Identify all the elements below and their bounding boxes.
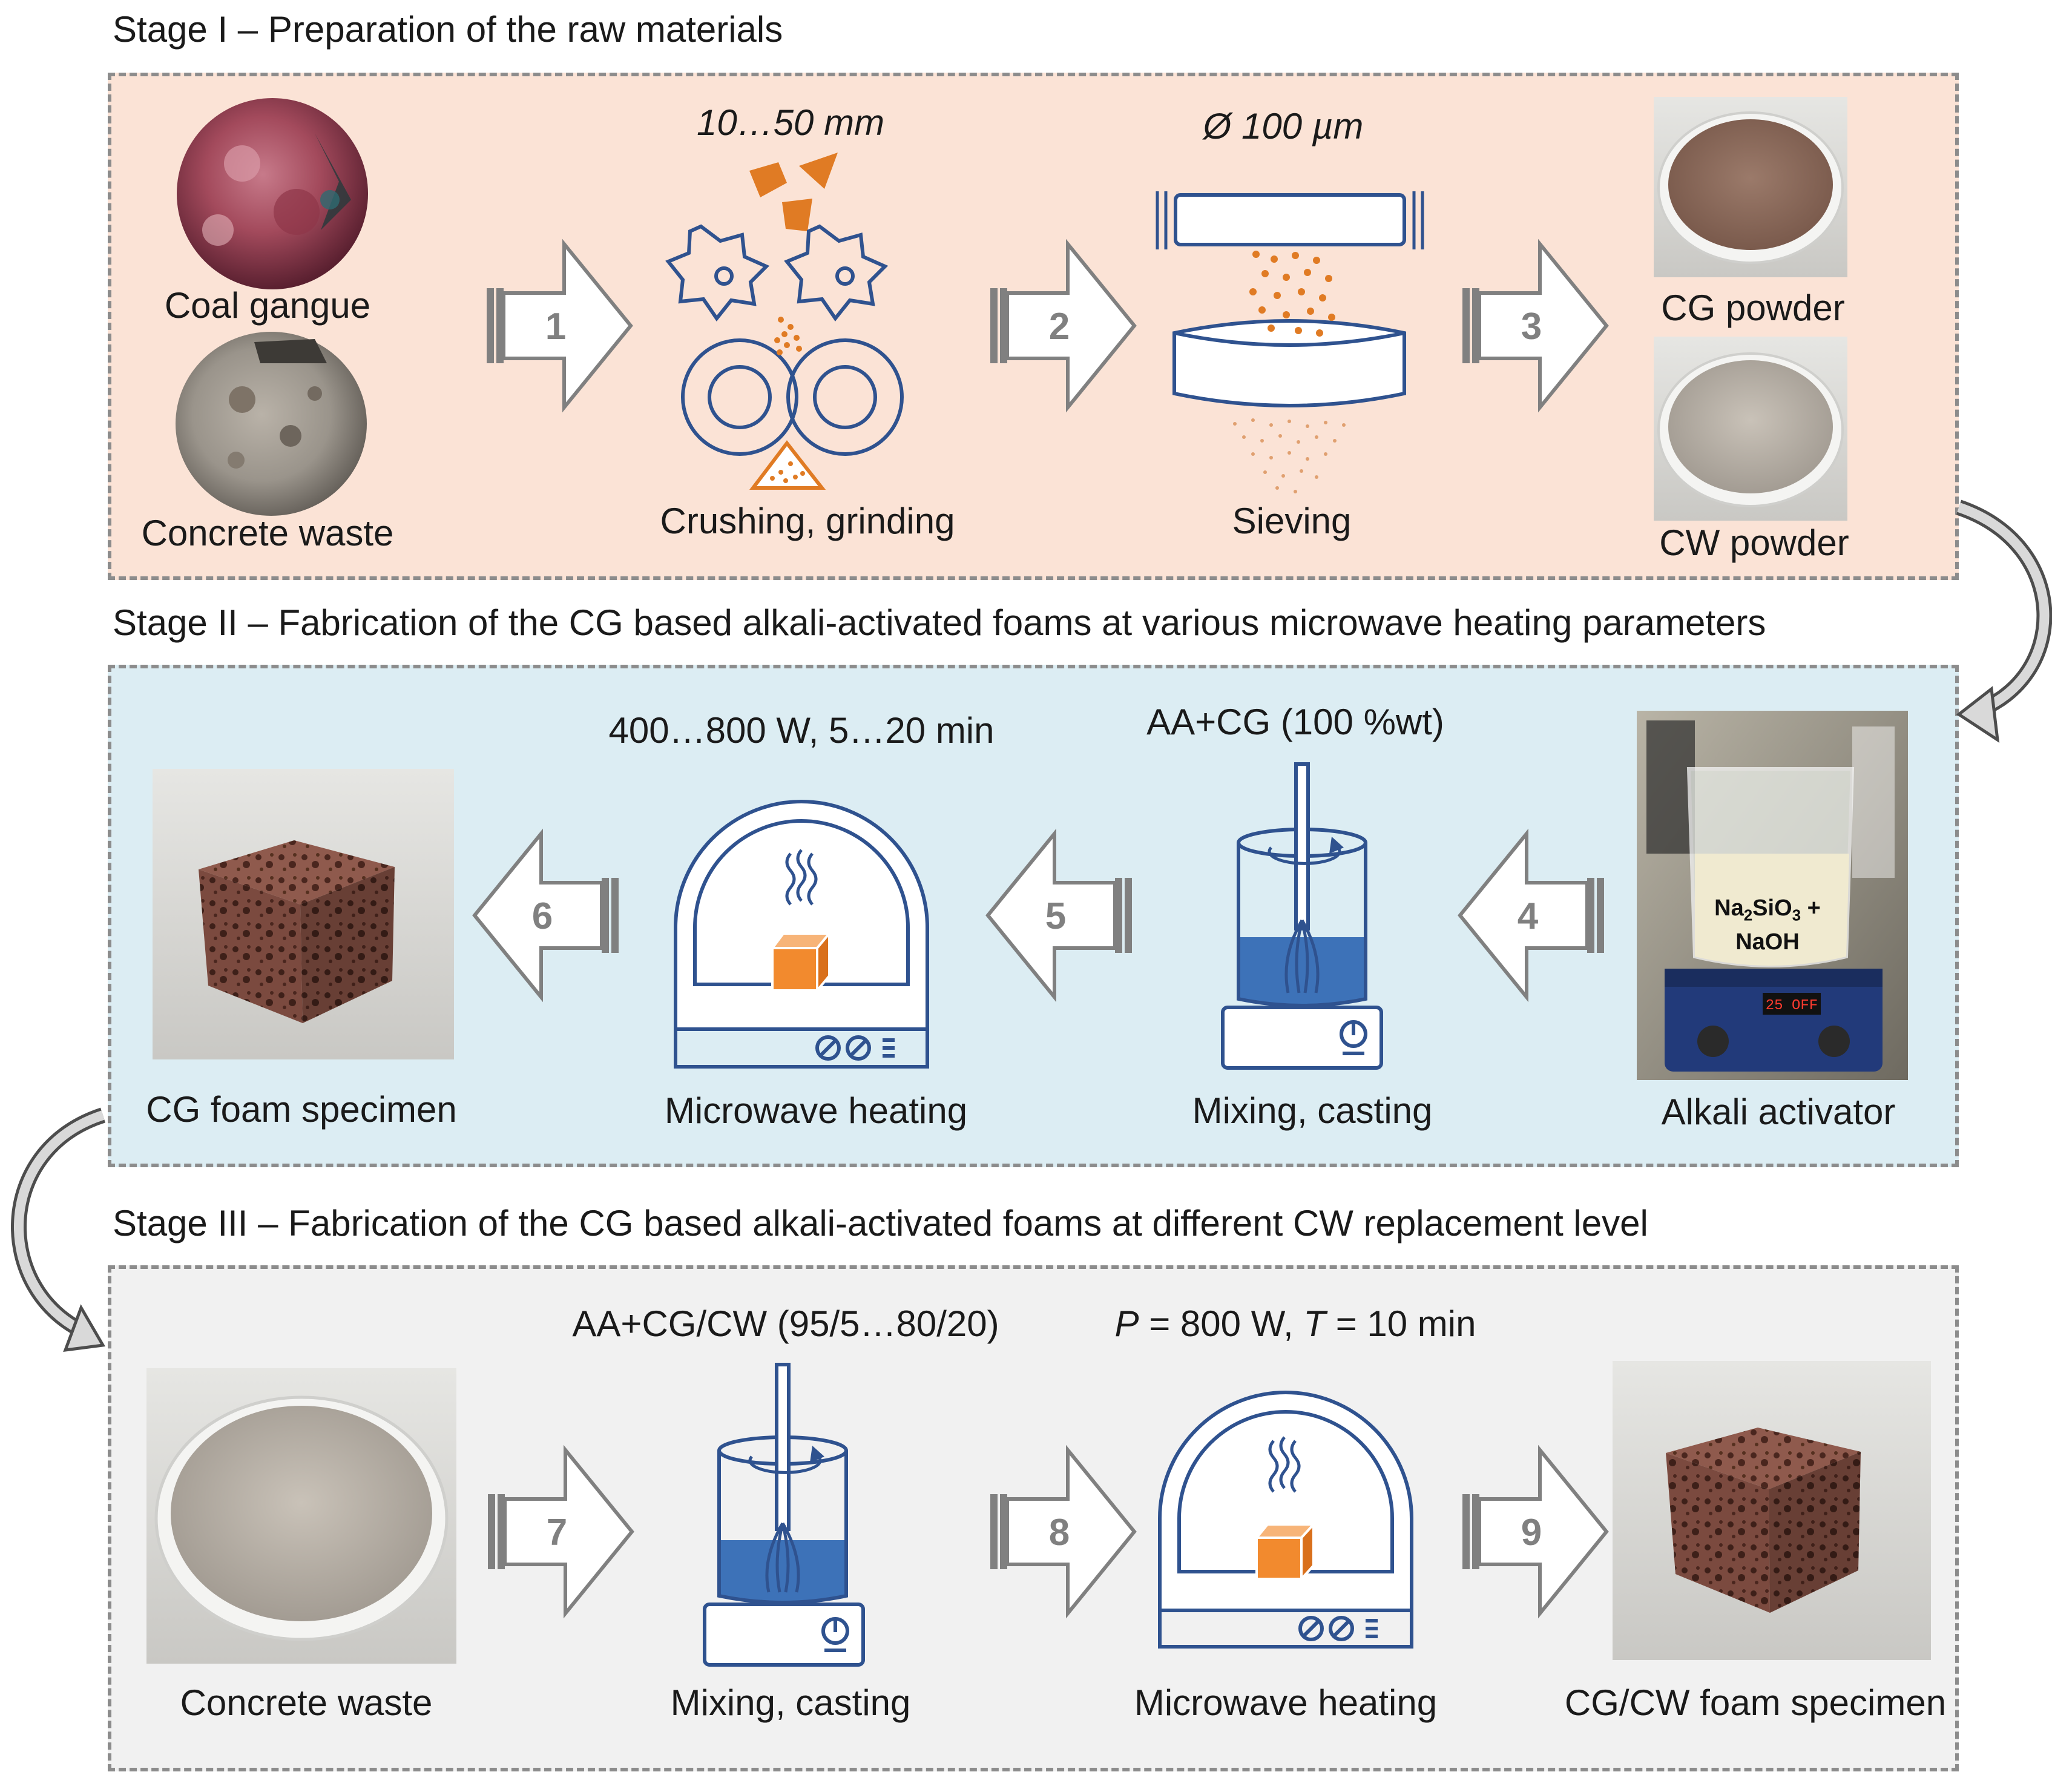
microwave-heating-label: Microwave heating xyxy=(1134,1682,1438,1723)
process-params-label: P = 800 W, T = 10 min xyxy=(1114,1303,1476,1344)
step-number-7: 7 xyxy=(547,1512,567,1553)
step-number-6: 6 xyxy=(532,895,553,937)
cw-powder-label: CW powder xyxy=(1659,522,1849,563)
coal-gangue-label: Coal gangue xyxy=(164,285,371,326)
microwave-icon xyxy=(674,800,929,1069)
cg-foam-specimen-label: CG foam specimen xyxy=(146,1089,457,1130)
cg-powder-photo xyxy=(1654,97,1847,277)
cg-cw-foam-specimen-label: CG/CW foam specimen xyxy=(1564,1682,1947,1723)
microwave-heating-label: Microwave heating xyxy=(664,1090,968,1131)
curved-arrow-icon xyxy=(11,1107,106,1352)
step-number-1: 1 xyxy=(545,306,566,348)
step-number-3: 3 xyxy=(1521,306,1542,348)
concrete-waste-label: Concrete waste xyxy=(180,1682,433,1723)
cg-foam-specimen-photo xyxy=(153,769,454,1059)
stage1-title: Stage I – Preparation of the raw materia… xyxy=(113,9,783,50)
concrete-waste-photo xyxy=(176,332,367,516)
mixing-casting-label: Mixing, casting xyxy=(1192,1090,1433,1131)
sieve-size-label: Ø 100 µm xyxy=(1203,106,1364,147)
microwave-params-label: 400…800 W, 5…20 min xyxy=(608,710,995,751)
mix-formula-label: AA+CG (100 %wt) xyxy=(1146,702,1444,742)
coal-gangue-photo xyxy=(177,98,368,289)
sieve-icon xyxy=(1156,191,1424,493)
mixing-casting-label: Mixing, casting xyxy=(670,1682,911,1723)
curved-arrow-icon xyxy=(1956,499,2052,743)
alkali-activator-photo: 25 OFF xyxy=(1637,711,1908,1080)
sieving-label: Sieving xyxy=(1232,501,1352,541)
microwave-icon xyxy=(1158,1391,1413,1649)
crushing-label: Crushing, grinding xyxy=(660,501,955,541)
step-number-4: 4 xyxy=(1518,895,1539,937)
cg-cw-foam-specimen-photo xyxy=(1613,1361,1931,1660)
stirrer-display: 25 OFF xyxy=(1766,998,1818,1014)
step-number-9: 9 xyxy=(1521,1512,1542,1553)
crusher-icon xyxy=(665,153,904,490)
mixer-icon xyxy=(1221,762,1383,1070)
size-range-label: 10…50 mm xyxy=(696,102,885,143)
step-number-8: 8 xyxy=(1049,1512,1070,1553)
stage3-title: Stage III – Fabrication of the CG based … xyxy=(113,1203,1648,1244)
activator-chemical-label: Na2SiO3 + NaOH xyxy=(1714,895,1821,955)
step-number-2: 2 xyxy=(1049,306,1070,348)
alkali-activator-label: Alkali activator xyxy=(1661,1092,1896,1132)
cw-powder-photo xyxy=(1654,337,1847,521)
concrete-waste-powder-photo xyxy=(146,1368,456,1664)
mix-formula-label: AA+CG/CW (95/5…80/20) xyxy=(572,1303,999,1344)
cg-powder-label: CG powder xyxy=(1661,288,1845,328)
step-number-5: 5 xyxy=(1045,895,1066,937)
concrete-waste-label: Concrete waste xyxy=(141,513,394,553)
mixer-icon xyxy=(703,1363,865,1667)
stage2-title: Stage II – Fabrication of the CG based a… xyxy=(113,602,1766,643)
